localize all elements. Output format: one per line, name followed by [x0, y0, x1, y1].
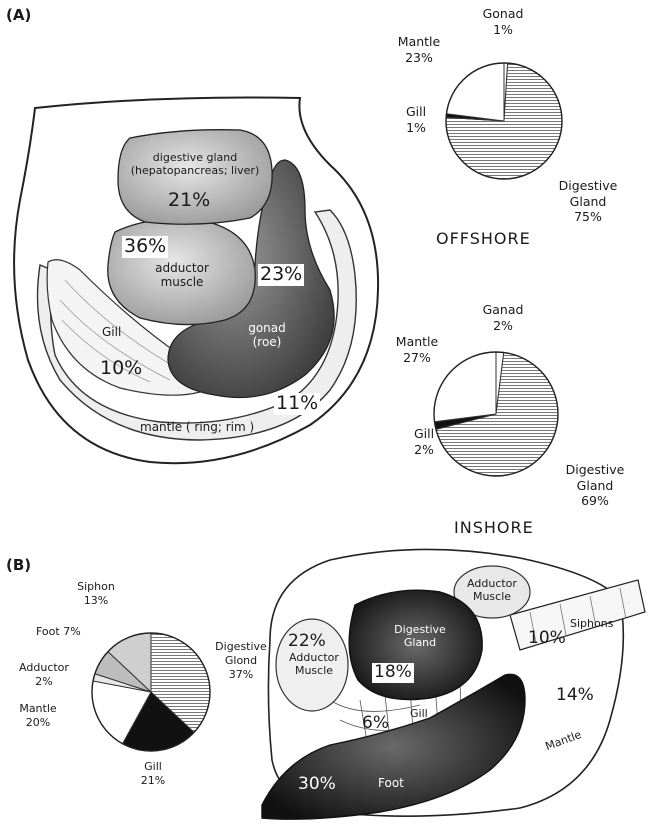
clam-foot-organ-pct: 30% [298, 775, 336, 795]
digestive-gland-sub: (hepatopancreas; liver) [120, 165, 270, 178]
panel-b-letter: (B) [6, 556, 31, 574]
adductor-name: adductor [152, 262, 212, 276]
inshore-dg-name-1: Digestive [555, 462, 635, 478]
clam-adductor-left-pct: 22% [288, 632, 326, 652]
gill-name-a: Gill [102, 326, 121, 340]
gill-pct-a: 10% [100, 358, 142, 380]
clam-adductor-left-1: Adductor [284, 652, 344, 665]
label-gonad: gonad (roe) [242, 322, 292, 350]
clam-gill-organ-pct: 6% [362, 714, 389, 734]
offshore-gonad-pct: 1% [468, 22, 538, 38]
inshore-gill-label: Gill 2% [406, 426, 442, 457]
clam-adductor-top-1: Adductor [462, 578, 522, 591]
clam-siphon-label: Siphon 13% [66, 580, 126, 608]
pie-slice-mantle [446, 63, 504, 121]
offshore-gill-pct: 1% [398, 120, 434, 136]
clam-mantle-pct: 20% [8, 716, 68, 730]
clam-adductor-left-2: Muscle [284, 665, 344, 678]
pie-clam [92, 633, 210, 751]
clam-siphons-pct: 10% [528, 629, 566, 649]
offshore-mantle-label: Mantle 23% [384, 34, 454, 65]
inshore-gonad-pct: 2% [468, 318, 538, 334]
label-adductor: adductor muscle [152, 262, 212, 290]
offshore-gonad-name: Gonad [468, 6, 538, 22]
offshore-gill-name: Gill [398, 104, 434, 120]
panel-a-letter: (A) [6, 6, 31, 24]
clam-dg-organ-pct: 18% [372, 663, 414, 683]
clam-gill-label: Gill 21% [128, 760, 178, 788]
clam-mantle-name: Mantle [8, 702, 68, 716]
clam-siphon-pct: 13% [66, 594, 126, 608]
clam-mantle-organ-pct: 14% [556, 686, 594, 706]
mantle-name-a: mantle ( ring; rim ) [140, 421, 254, 435]
inshore-gonad-label: Ganad 2% [468, 302, 538, 333]
offshore-gonad-label: Gonad 1% [468, 6, 538, 37]
gonad-name-2: (roe) [242, 336, 292, 350]
offshore-gill-label: Gill 1% [398, 104, 434, 135]
clam-gill-name: Gill [128, 760, 178, 774]
clam-dg-pct: 37% [206, 668, 276, 682]
inshore-heading: INSHORE [454, 518, 534, 537]
clam-dg-name-2: Glond [206, 654, 276, 668]
clam-siphons-name: Siphons [570, 618, 613, 631]
gonad-name: gonad [242, 322, 292, 336]
label-digestive-gland: digestive gland (hepatopancreas; liver) [120, 152, 270, 177]
adductor-name-2: muscle [152, 276, 212, 290]
digestive-gland-pct: 21% [168, 190, 210, 212]
adductor-pct: 36% [122, 236, 168, 258]
inshore-gill-pct: 2% [406, 442, 442, 458]
offshore-dg-label: Digestive Gland 75% [548, 178, 628, 225]
inshore-gill-name: Gill [406, 426, 442, 442]
offshore-heading: OFFSHORE [436, 229, 531, 248]
clam-gill-organ-name: Gill [410, 708, 428, 721]
digestive-gland-name: digestive gland [120, 152, 270, 165]
offshore-mantle-name: Mantle [384, 34, 454, 50]
clam-foot-label: Foot 7% [36, 625, 81, 639]
clam-adductor-top-label: Adductor Muscle [462, 578, 522, 603]
clam-adductor-top-2: Muscle [462, 591, 522, 604]
clam-adductor-label: Adductor 2% [14, 661, 74, 689]
clam-dg-organ-label: Digestive Gland [385, 624, 455, 649]
clam-dg-organ-2: Gland [385, 637, 455, 650]
clam-siphon-name: Siphon [66, 580, 126, 594]
clam-gill-pct: 21% [128, 774, 178, 788]
inshore-mantle-name: Mantle [382, 334, 452, 350]
inshore-dg-label: Digestive Gland 69% [555, 462, 635, 509]
inshore-mantle-pct: 27% [382, 350, 452, 366]
offshore-dg-pct: 75% [548, 209, 628, 225]
gonad-pct: 23% [258, 264, 304, 286]
offshore-mantle-pct: 23% [384, 50, 454, 66]
pie-offshore [446, 63, 562, 179]
clam-adductor-pct: 2% [14, 675, 74, 689]
mantle-pct-a: 11% [274, 393, 320, 415]
pie-inshore [434, 352, 558, 476]
clam-dg-organ-1: Digestive [385, 624, 455, 637]
clam-dg-name-1: Digestive [206, 640, 276, 654]
inshore-mantle-label: Mantle 27% [382, 334, 452, 365]
inshore-gonad-name: Ganad [468, 302, 538, 318]
inshore-dg-name-2: Gland [555, 478, 635, 494]
clam-adductor-name: Adductor [14, 661, 74, 675]
clam-foot-organ-name: Foot [378, 777, 404, 791]
clam-dg-label: Digestive Glond 37% [206, 640, 276, 681]
offshore-dg-name-2: Gland [548, 194, 628, 210]
clam-adductor-left-label: Adductor Muscle [284, 652, 344, 677]
offshore-dg-name-1: Digestive [548, 178, 628, 194]
inshore-dg-pct: 69% [555, 493, 635, 509]
clam-mantle-label: Mantle 20% [8, 702, 68, 730]
